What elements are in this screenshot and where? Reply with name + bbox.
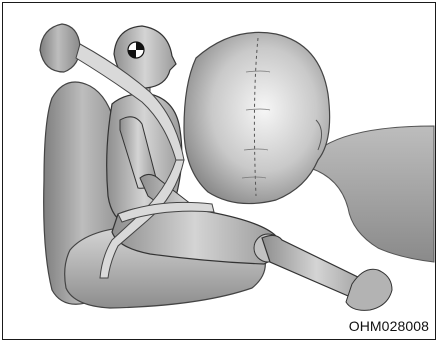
crash-test-dummy-target-icon <box>128 42 144 58</box>
dashboard <box>310 126 434 262</box>
airbag <box>184 32 330 203</box>
figure-code: OHM028008 <box>349 318 429 334</box>
